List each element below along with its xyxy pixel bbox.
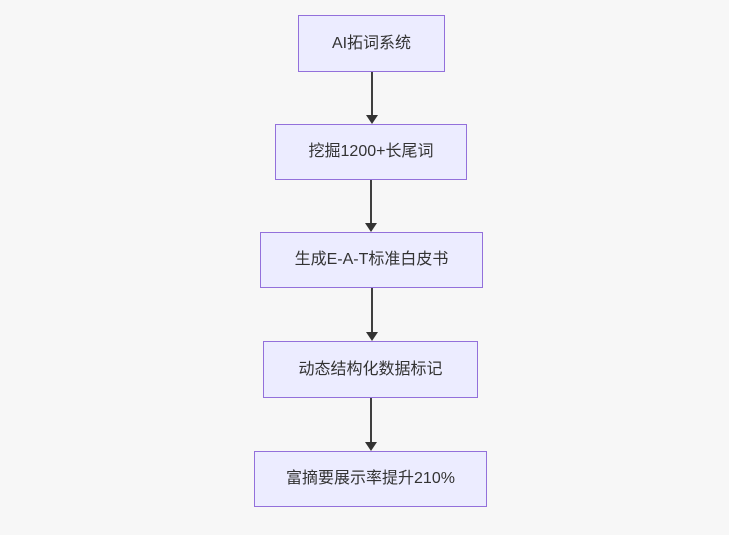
flow-node-E: 富摘要展示率提升210% — [254, 451, 487, 507]
flow-node-label: 动态结构化数据标记 — [298, 360, 443, 378]
flow-edge-arrowhead-B-C — [365, 223, 377, 232]
flow-node-C: 生成E-A-T标准白皮书 — [260, 232, 483, 288]
flow-edge-arrowhead-C-D — [366, 332, 378, 341]
flow-edge-line-C-D — [371, 288, 373, 333]
flow-node-B: 挖掘1200+长尾词 — [275, 124, 467, 180]
flow-edge-arrowhead-D-E — [365, 442, 377, 451]
flow-edge-line-D-E — [370, 398, 372, 443]
flow-node-label: 挖掘1200+长尾词 — [308, 143, 434, 161]
flow-edge-line-A-B — [371, 72, 373, 116]
flow-edge-arrowhead-A-B — [366, 115, 378, 124]
flow-edge-line-B-C — [370, 180, 372, 224]
flow-node-label: 富摘要展示率提升210% — [286, 470, 455, 488]
flow-node-label: AI拓词系统 — [331, 34, 412, 52]
flow-node-D: 动态结构化数据标记 — [263, 341, 478, 398]
flow-node-A: AI拓词系统 — [298, 15, 445, 72]
flow-node-label: 生成E-A-T标准白皮书 — [294, 251, 449, 269]
